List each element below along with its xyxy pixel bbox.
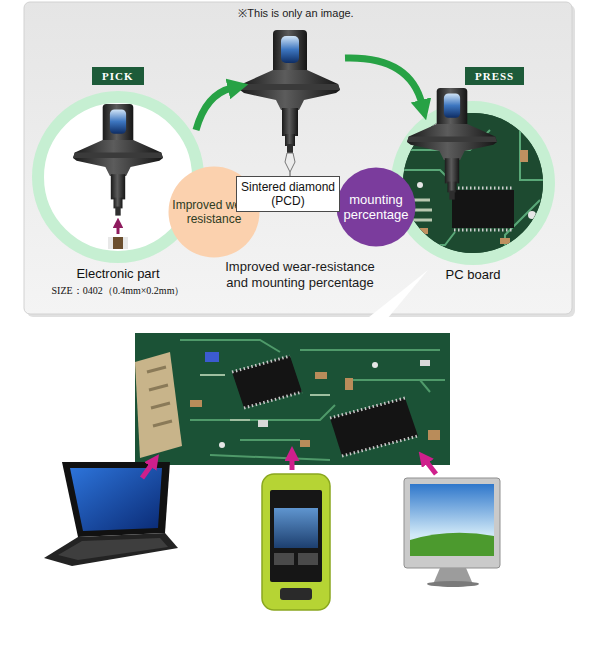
- pc-board-photo: [418, 228, 428, 234]
- tv-icon: [410, 484, 494, 556]
- press-nozzle: [407, 88, 497, 200]
- label-slot: Improved wear-resistance and mounting pe…: [215, 259, 385, 291]
- pick-nozzle: [73, 104, 163, 216]
- laptop-icon: [44, 462, 178, 566]
- pick-arrow: [118, 226, 119, 234]
- electronic-part: [108, 237, 128, 249]
- step-tag: PRESS: [465, 67, 524, 85]
- pc-board-photo: [500, 238, 510, 244]
- pcd-nozzle: [240, 30, 340, 154]
- image-note: ※This is only an image.: [146, 6, 446, 20]
- bubble-label: mounting percentage: [336, 192, 416, 222]
- bubble-shape: [169, 167, 260, 258]
- benefit-bubble: mounting percentage: [336, 167, 416, 247]
- pcb-photo: [372, 362, 378, 368]
- laptop-icon: [58, 538, 168, 560]
- tv-icon: [404, 478, 500, 587]
- pcd-nozzle: [240, 30, 340, 176]
- pcb-photo: [219, 442, 225, 448]
- flow-arrow: [345, 58, 422, 104]
- label-slot: ※This is only an image.: [146, 6, 446, 20]
- material-box: Sintered diamond (PCD): [236, 176, 340, 212]
- laptop-icon: [44, 533, 178, 566]
- use-arrow: [142, 464, 152, 478]
- pc-board-photo: [417, 182, 423, 188]
- phone-icon: [280, 588, 312, 600]
- electronic-part: [108, 237, 113, 249]
- pc-board-photo: [452, 190, 514, 228]
- pc-board-photo: [528, 211, 536, 219]
- summary-label: Improved wear-resistance and mounting pe…: [215, 259, 385, 291]
- pcb-photo: [420, 360, 430, 366]
- electronic-part: [108, 237, 128, 249]
- pcb-photo: [190, 400, 202, 407]
- electronic-part: [123, 237, 128, 249]
- pcb-photo: [135, 352, 182, 458]
- pcb-photo: [330, 398, 418, 456]
- phone-icon: [298, 553, 318, 565]
- pcb-photo: [300, 440, 310, 447]
- use-arrow: [290, 458, 295, 470]
- pcb-photo: [232, 356, 302, 408]
- tv-icon: [410, 533, 494, 556]
- pcb-photo: [147, 367, 172, 426]
- pcb-photo: [135, 333, 450, 465]
- phone-icon: [262, 474, 330, 610]
- pcb-photo: [135, 333, 450, 465]
- laptop-icon: [62, 462, 170, 537]
- tv-icon: [434, 568, 472, 582]
- press-nozzle: [407, 88, 497, 200]
- pcd-nozzle: [285, 153, 295, 172]
- pcb-photo: [232, 356, 302, 408]
- flow-arrow: [196, 88, 232, 130]
- pcb-photo: [345, 378, 353, 390]
- laptop-icon: [70, 468, 162, 531]
- bubble-shape: [337, 168, 416, 247]
- pcb-photo: [205, 352, 219, 362]
- pcb-photo: [180, 340, 445, 460]
- pc-board-photo: [454, 188, 512, 230]
- phone-icon: [274, 508, 318, 548]
- process-circle: PC board: [391, 101, 555, 265]
- step-tag: PICK: [92, 67, 144, 85]
- phone-icon: [270, 490, 322, 582]
- pick-arrow: [117, 226, 120, 234]
- pcb-photo: [428, 430, 440, 440]
- tv-icon: [404, 478, 500, 568]
- use-arrow: [142, 458, 436, 478]
- step-label: PICK: [102, 69, 134, 83]
- tv-icon: [427, 581, 479, 587]
- phone-icon: [262, 474, 330, 610]
- step-label: PRESS: [475, 69, 514, 83]
- use-arrow: [426, 461, 436, 474]
- material-label: Sintered diamond (PCD): [240, 180, 336, 208]
- pc-board-photo: [520, 150, 528, 162]
- bubble-text-area: mounting percentage: [336, 167, 416, 247]
- flow-arrow: [196, 58, 422, 130]
- pcb-photo: [315, 372, 327, 379]
- pcb-photo: [258, 420, 268, 427]
- pick-nozzle: [73, 104, 163, 216]
- phone-icon: [274, 553, 294, 565]
- pcb-photo: [330, 398, 418, 456]
